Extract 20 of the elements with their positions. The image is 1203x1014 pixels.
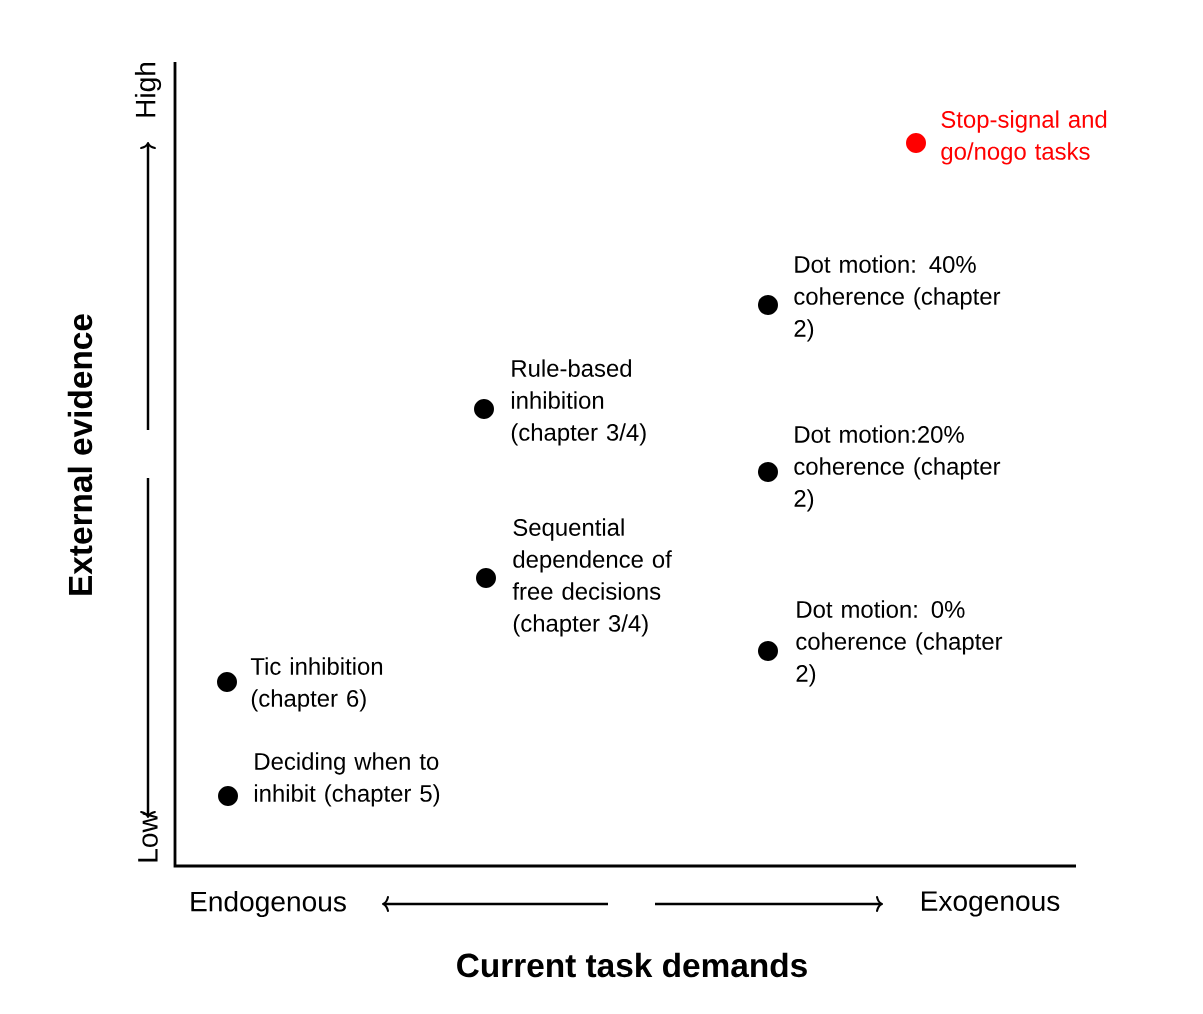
node-label: Tic inhibition (chapter 6): [250, 657, 383, 712]
data-point: Deciding when to inhibit (chapter 5): [218, 752, 440, 807]
axis-end-label: Low: [138, 812, 158, 862]
data-point: Rule-based inhibition (chapter 3/4): [474, 359, 646, 446]
data-point: Stop-signal and go/nogo tasks: [906, 110, 1107, 165]
axis-end-label: High: [134, 62, 162, 117]
node-label: Deciding when to inhibit (chapter 5): [254, 752, 440, 807]
data-point: Dot motion: 0% coherence (chapter 2): [758, 600, 1003, 687]
node-label: Stop-signal and go/nogo tasks: [941, 110, 1107, 165]
data-point: Dot motion: 40% coherence (chapter 2): [758, 255, 1001, 342]
data-point: Tic inhibition (chapter 6): [217, 657, 383, 712]
node-label: Sequential dependence of free decisions (chapter 3/4): [512, 518, 672, 637]
axis-title: Current task demands: [457, 952, 807, 978]
data-point: Dot motion:20% coherence (chapter 2): [758, 425, 1001, 512]
node-label: Rule-based inhibition (chapter 3/4): [511, 359, 646, 446]
data-point: Sequential dependence of free decisions (chapter 3/4): [476, 518, 672, 637]
axis-end-label: Endogenous: [191, 890, 346, 918]
axis-end-label: Exogenous: [921, 891, 1060, 917]
axis-title: External evidence: [67, 314, 93, 595]
node-label: Dot motion: 0% coherence (chapter 2): [796, 600, 1003, 687]
